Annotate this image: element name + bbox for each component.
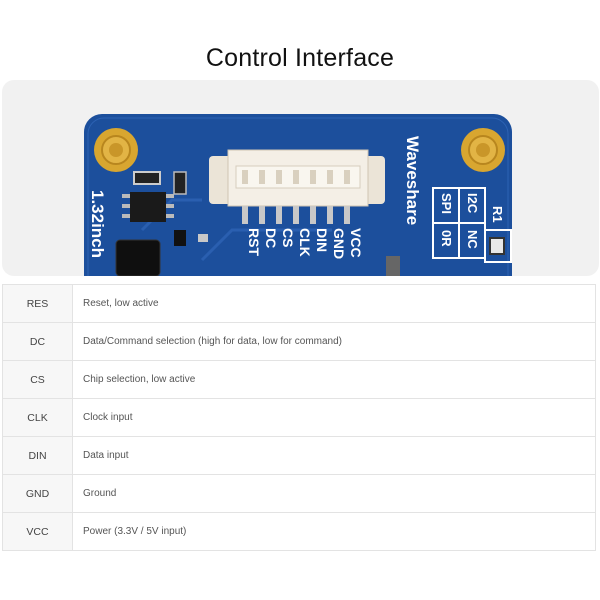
table-row: VCC Power (3.3V / 5V input): [2, 512, 596, 551]
pin-name: DIN: [2, 436, 73, 475]
pin-table: RES Reset, low active DC Data/Command se…: [2, 284, 596, 551]
pin-description: Clock input: [72, 398, 596, 437]
smd-component: [133, 171, 161, 185]
pin-name: GND: [2, 474, 73, 513]
pin-name: RES: [2, 284, 73, 323]
table-row: RES Reset, low active: [2, 284, 596, 323]
mounting-hole-left: [94, 128, 138, 172]
pin-label-dc: DC: [263, 228, 279, 248]
pin-description: Data/Command selection (high for data, l…: [72, 322, 596, 361]
jumper-block: [432, 187, 512, 263]
jumper-label-i2c: I2C: [465, 193, 480, 214]
jumper-label-0r: 0R: [439, 230, 454, 247]
table-row: DIN Data input: [2, 436, 596, 475]
pin-description: Chip selection, low active: [72, 360, 596, 399]
jumper-label-nc: NC: [465, 230, 480, 249]
pin-connector: [209, 149, 385, 224]
pin-label-din: DIN: [314, 228, 330, 252]
pin-label-vcc: VCC: [348, 228, 364, 258]
pin-description: Ground: [72, 474, 596, 513]
pin-description: Power (3.3V / 5V input): [72, 512, 596, 551]
pin-name: CS: [2, 360, 73, 399]
pin-description: Reset, low active: [72, 284, 596, 323]
pin-name: CLK: [2, 398, 73, 437]
board-photo: RST DC CS CLK DIN GND VCC Waveshare 1.32…: [2, 80, 599, 276]
pin-label-rst: RST: [246, 228, 262, 256]
pin-description: Data input: [72, 436, 596, 475]
table-row: CS Chip selection, low active: [2, 360, 596, 399]
table-row: DC Data/Command selection (high for data…: [2, 322, 596, 361]
ic-chip: [122, 192, 174, 222]
pcb-illustration: RST DC CS CLK DIN GND VCC Waveshare 1.32…: [84, 114, 512, 276]
table-row: GND Ground: [2, 474, 596, 513]
pin-name: VCC: [2, 512, 73, 551]
model-label: 1.32inch: [88, 190, 107, 258]
pin-label-cs: CS: [280, 228, 296, 247]
page-title: Control Interface: [205, 44, 395, 72]
mounting-hole-right: [461, 128, 505, 172]
resistor-label: R1: [490, 206, 505, 223]
pin-label-clk: CLK: [297, 228, 313, 257]
brand-label: Waveshare: [403, 136, 422, 225]
pin-name: DC: [2, 322, 73, 361]
pin-label-gnd: GND: [331, 228, 347, 259]
inductor: [115, 239, 161, 276]
jumper-label-spi: SPI: [439, 193, 454, 214]
table-row: CLK Clock input: [2, 398, 596, 437]
